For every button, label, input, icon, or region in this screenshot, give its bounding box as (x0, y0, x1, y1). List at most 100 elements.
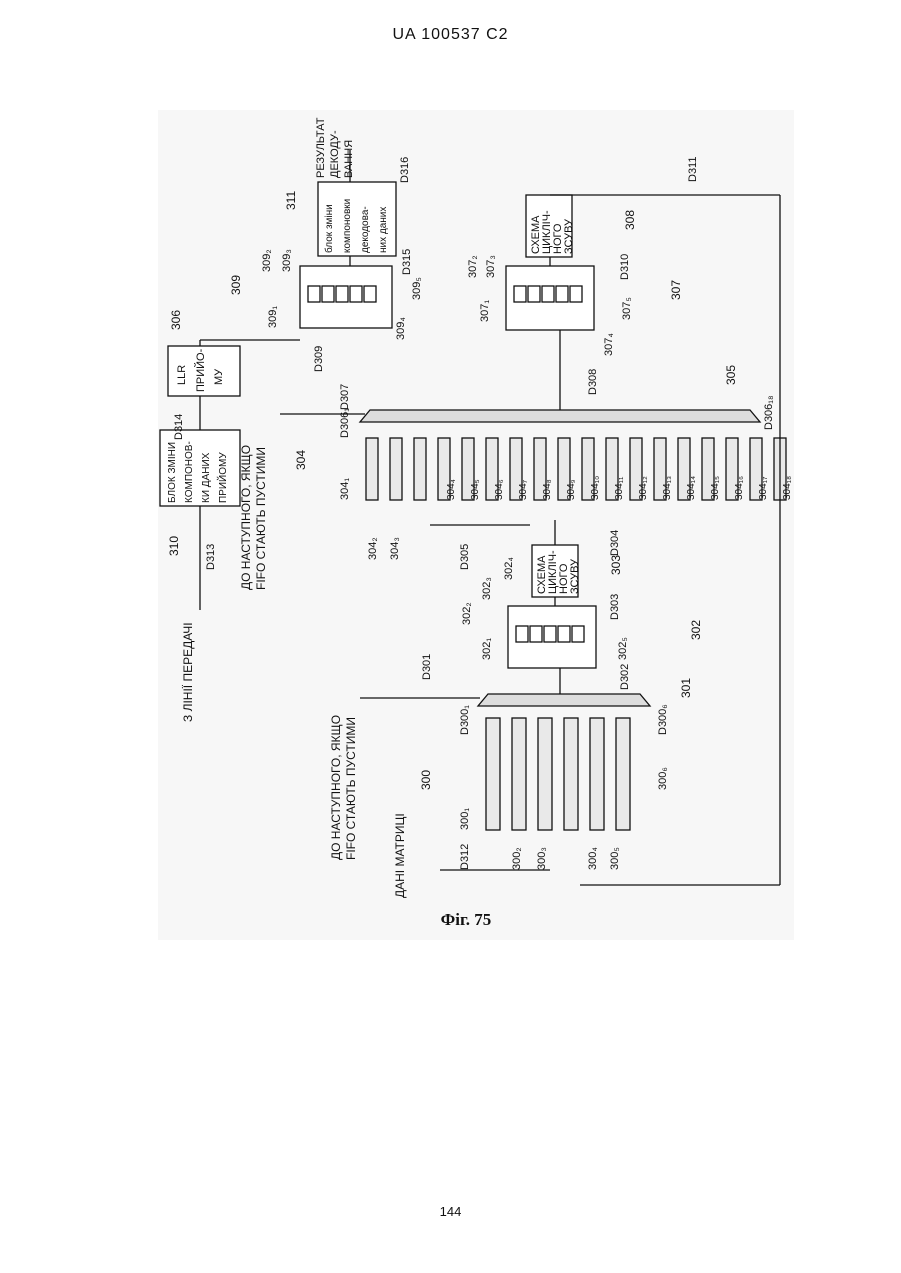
sig-d316: D316 (399, 157, 411, 183)
ref-304-16: 304₁₆ (734, 476, 745, 500)
ref-304-13: 304₁₃ (662, 476, 673, 500)
ref-309-3: 309₃ (281, 249, 293, 272)
llr-line1: LLR (176, 365, 188, 385)
ref-307: 307 (669, 280, 683, 300)
sig-d308: D308 (587, 369, 599, 395)
ref-304-3: 304₃ (389, 537, 401, 560)
ref-302-2: 302₂ (461, 602, 473, 625)
fifo-300-6 (616, 718, 630, 830)
ref-308: 308 (623, 210, 637, 230)
ref-304-7: 304₇ (518, 479, 529, 500)
ref-304-11: 304₁₁ (614, 476, 625, 500)
figure-caption: Фіг. 75 (441, 910, 492, 929)
sig-d306-1: D306₁ (339, 408, 351, 438)
sig-d314: D314 (173, 414, 185, 440)
ref-304-9: 304₉ (566, 479, 577, 500)
ref-304-5: 304₅ (470, 479, 481, 500)
label-fifo-empty-2: FIFO СТАЮТЬ ПУСТИМИ (254, 447, 268, 590)
ref-304-2: 304₂ (367, 537, 379, 560)
page-number: 144 (0, 1204, 901, 1219)
ref-304-10: 304₁₀ (590, 476, 601, 500)
selector-305 (360, 410, 760, 422)
ref-304-8: 304₈ (542, 479, 553, 500)
rx-rearrange-line1: БЛОК ЗМІНИ (167, 442, 178, 503)
ref-300: 300 (419, 770, 433, 790)
ref-307-4: 307₄ (603, 333, 615, 356)
ref-309: 309 (229, 275, 243, 295)
ref-304-17: 304₁₇ (758, 476, 769, 500)
rx-rearrange-line4: ПРИЙОМУ (216, 452, 229, 503)
fifo-300-5 (590, 718, 604, 830)
sig-d315: D315 (401, 249, 413, 275)
ref-300-4: 300₄ (587, 847, 599, 870)
sig-d300-6: D300₆ (657, 704, 669, 735)
ref-304-18: 304₁₈ (782, 476, 793, 500)
block-309 (300, 266, 392, 328)
sig-d302: D302 (619, 664, 631, 690)
label-fifo-empty-1: FIFO СТАЮТЬ ПУСТИМИ (344, 717, 358, 860)
ref-307-5: 307₅ (621, 297, 633, 320)
llr-line2: ПРИЙО- (194, 348, 207, 392)
fifo-300-4 (564, 718, 578, 830)
sig-d305: D305 (459, 544, 471, 570)
ref-302-1: 302₁ (481, 638, 493, 660)
dec-rearrange-line4: них даних (378, 207, 389, 253)
block-307 (506, 266, 594, 330)
label-matrix-data-1: ДАНІ МАТРИЦІ (393, 813, 407, 898)
sig-d312: D312 (459, 844, 471, 870)
ref-307-1: 307₁ (479, 300, 491, 322)
ref-309-5: 309₅ (411, 277, 423, 300)
shift-308-line4: ЗСУВУ (563, 218, 575, 254)
result-line1: РЕЗУЛЬТАТ (315, 117, 327, 178)
rx-rearrange-line3: КИ ДАНИХ (201, 452, 212, 503)
ref-309-1: 309₁ (267, 306, 279, 328)
ref-302-4: 302₄ (503, 557, 515, 580)
sig-d300-1: D300₁ (459, 705, 471, 735)
ref-304-1: 304₁ (339, 478, 351, 500)
ref-302: 302 (689, 620, 703, 640)
ref-300-3: 300₃ (536, 847, 548, 870)
ref-306: 306 (169, 310, 183, 330)
sig-d303: D303 (609, 594, 621, 620)
ref-307-2: 307₂ (467, 255, 479, 278)
ref-300-6: 300₆ (657, 767, 669, 790)
sig-d313: D313 (205, 544, 217, 570)
ref-302-3: 302₃ (481, 577, 493, 600)
ref-302-5: 302₅ (617, 637, 629, 660)
shift-303-line4: ЗСУВУ (569, 558, 581, 594)
ref-300-2: 300₂ (511, 847, 523, 870)
sig-d304: D304 (609, 530, 621, 556)
fifo-300-1 (486, 718, 500, 830)
ref-304-4: 304₄ (446, 479, 457, 500)
rx-rearrange-line2: КОМПОНОВ- (184, 441, 195, 503)
dec-rearrange-line3: декодова- (360, 206, 371, 253)
llr-line3: МУ (213, 368, 225, 385)
ref-305: 305 (724, 365, 738, 385)
ref-309-4: 309₄ (395, 317, 407, 340)
ref-311: 311 (284, 191, 298, 210)
sig-d311: D311 (687, 157, 699, 182)
label-to-next-2: ДО НАСТУПНОГО, ЯКЩО (239, 445, 253, 590)
sig-d301: D301 (421, 654, 433, 680)
label-to-next-1: ДО НАСТУПНОГО, ЯКЩО (329, 715, 343, 860)
ref-309-2: 309₂ (261, 249, 273, 272)
fifo-300-2 (512, 718, 526, 830)
sig-d309: D309 (313, 346, 325, 372)
ref-307-3: 307₃ (485, 255, 497, 278)
ref-304-6: 304₆ (494, 479, 505, 500)
ref-304: 304 (294, 450, 308, 470)
sig-d306-18: D306₁₈ (763, 395, 775, 430)
ref-303: 303 (609, 555, 623, 575)
ref-300-5: 300₅ (609, 847, 621, 870)
ref-304-12: 304₁₂ (638, 476, 649, 500)
dec-rearrange-line2: компоновки (342, 199, 353, 253)
ref-300-1: 300₁ (459, 808, 471, 830)
sig-d307: D307 (339, 384, 351, 410)
sig-d310: D310 (619, 254, 631, 280)
selector-301 (478, 694, 650, 706)
block-302 (508, 606, 596, 668)
ref-310: 310 (167, 536, 181, 556)
result-line3: ВАННЯ (343, 140, 355, 178)
label-from-tx-line: З ЛІНІЇ ПЕРЕДАЧІ (181, 622, 195, 722)
